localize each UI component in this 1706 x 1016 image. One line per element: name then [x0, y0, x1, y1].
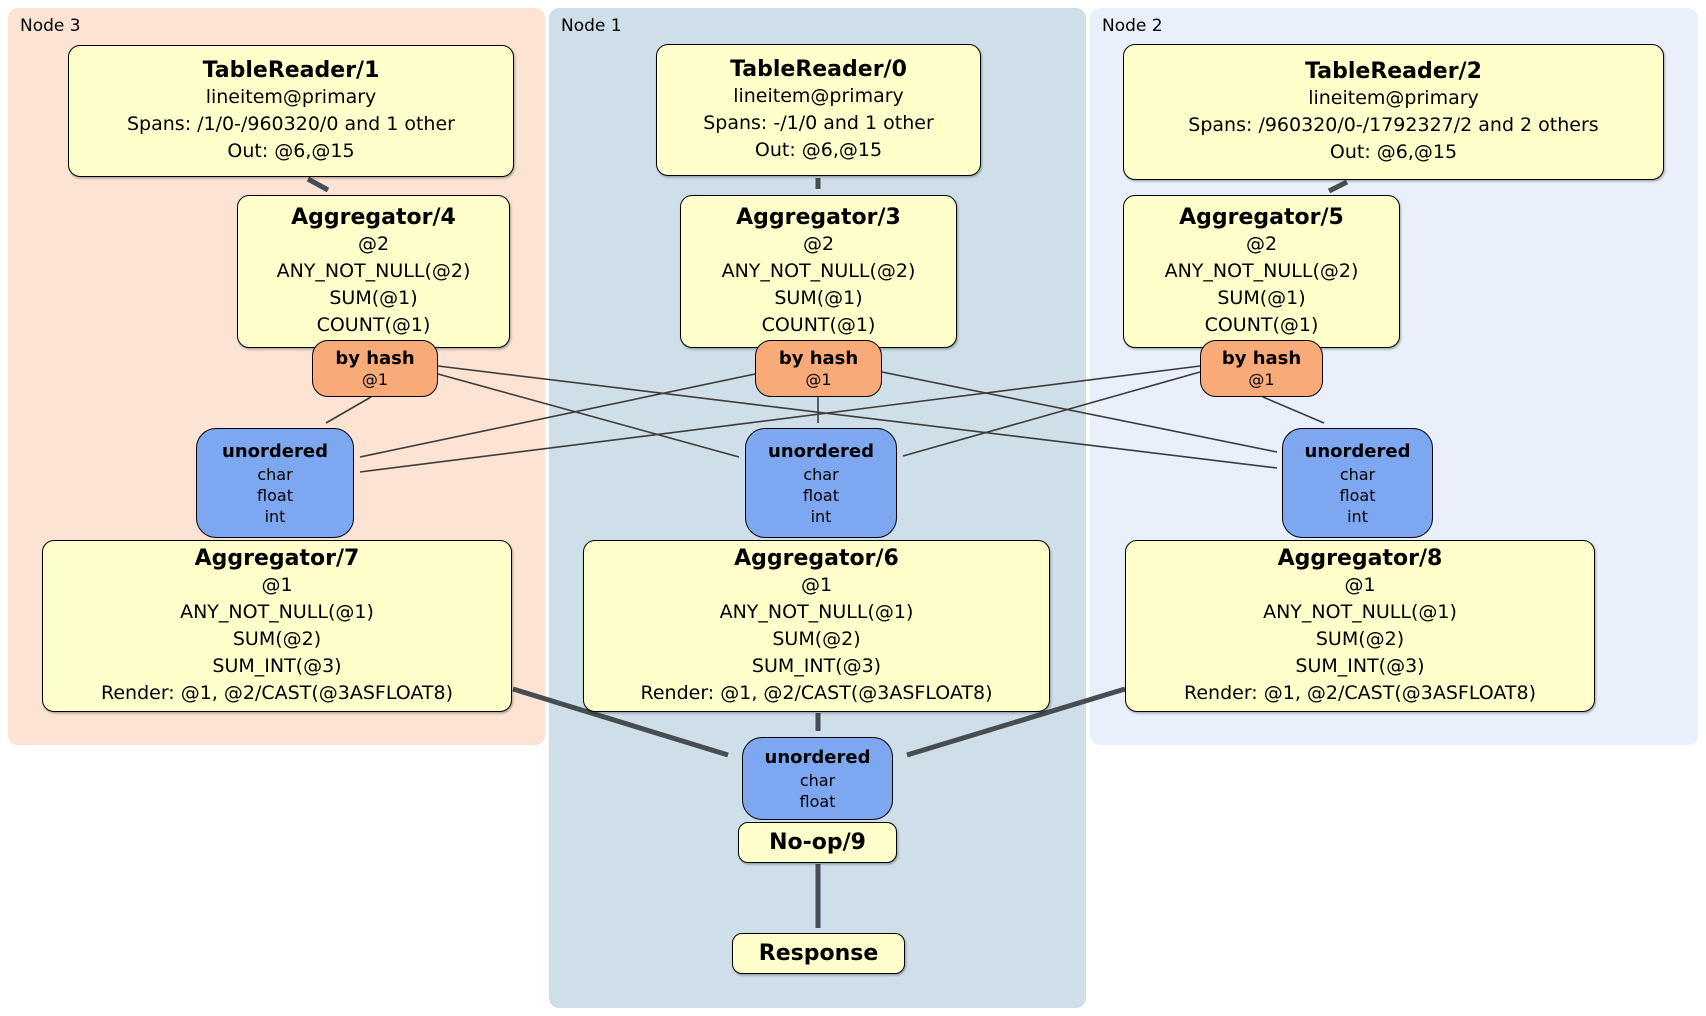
processor-aggregator-3-fn3: COUNT(@1) — [761, 314, 876, 336]
region-node2-label: Node 2 — [1102, 16, 1163, 36]
processor-tablereader-2-spans: Spans: /960320/0-/1792327/2 and 2 others — [1188, 114, 1599, 136]
router-by-hash-node2: by hash @1 — [1200, 340, 1323, 397]
processor-tablereader-2: TableReader/2 lineitem@primary Spans: /9… — [1123, 44, 1664, 180]
processor-aggregator-5: Aggregator/5 @2 ANY_NOT_NULL(@2) SUM(@1)… — [1123, 195, 1400, 348]
processor-aggregator-3-group: @2 — [802, 233, 835, 255]
sync-unordered-node1: unordered char float int — [745, 428, 897, 538]
router-by-hash-node1: by hash @1 — [755, 340, 882, 397]
processor-aggregator-4-fn2: SUM(@1) — [329, 287, 418, 309]
processor-aggregator-7-render: Render: @1, @2/CAST(@3ASFLOAT8) — [101, 682, 453, 704]
processor-aggregator-6-fn3: SUM_INT(@3) — [751, 655, 882, 677]
sync-unordered-node3-col1: char — [257, 465, 293, 484]
processor-aggregator-7-fn2: SUM(@2) — [232, 628, 322, 650]
sync-unordered-node1-col2: float — [803, 486, 839, 505]
processor-aggregator-3-title: Aggregator/3 — [736, 205, 901, 230]
processor-aggregator-4-group: @2 — [357, 233, 390, 255]
processor-aggregator-6: Aggregator/6 @1 ANY_NOT_NULL(@1) SUM(@2)… — [583, 540, 1050, 712]
processor-tablereader-2-index: lineitem@primary — [1308, 87, 1479, 109]
processor-aggregator-7-group: @1 — [261, 574, 293, 596]
router-by-hash-node2-title: by hash — [1221, 348, 1302, 369]
router-by-hash-node3: by hash @1 — [312, 340, 438, 397]
sync-unordered-node2-col2: float — [1339, 486, 1376, 505]
processor-aggregator-5-group: @2 — [1245, 233, 1278, 255]
processor-tablereader-2-title: TableReader/2 — [1305, 59, 1482, 84]
sync-unordered-final-title: unordered — [764, 747, 871, 768]
sync-unordered-node1-col3: int — [810, 507, 832, 526]
processor-aggregator-8: Aggregator/8 @1 ANY_NOT_NULL(@1) SUM(@2)… — [1125, 540, 1595, 712]
sync-unordered-node2-col3: int — [1347, 507, 1368, 526]
processor-aggregator-4-fn1: ANY_NOT_NULL(@2) — [276, 260, 471, 282]
sync-unordered-node1-title: unordered — [768, 441, 874, 462]
processor-aggregator-8-fn1: ANY_NOT_NULL(@1) — [1263, 601, 1457, 623]
sync-unordered-final-col1: char — [799, 771, 836, 790]
processor-aggregator-6-group: @1 — [800, 574, 833, 596]
processor-aggregator-6-fn1: ANY_NOT_NULL(@1) — [719, 601, 914, 623]
processor-tablereader-1-out: Out: @6,@15 — [227, 140, 355, 162]
processor-aggregator-8-title: Aggregator/8 — [1277, 546, 1443, 571]
processor-tablereader-2-out: Out: @6,@15 — [1329, 141, 1458, 163]
sync-unordered-node2-col1: char — [1339, 465, 1376, 484]
processor-tablereader-1-title: TableReader/1 — [202, 58, 380, 83]
router-by-hash-node1-title: by hash — [778, 348, 859, 369]
processor-aggregator-3-fn1: ANY_NOT_NULL(@2) — [721, 260, 916, 282]
processor-tablereader-0-spans: Spans: -/1/0 and 1 other — [703, 112, 934, 134]
processor-tablereader-0-title: TableReader/0 — [730, 57, 907, 82]
processor-aggregator-8-fn2: SUM(@2) — [1315, 628, 1405, 650]
sync-unordered-final-col2: float — [799, 792, 836, 811]
processor-tablereader-1: TableReader/1 lineitem@primary Spans: /1… — [68, 45, 514, 177]
sync-unordered-node1-col1: char — [803, 465, 839, 484]
router-by-hash-node2-key: @1 — [1248, 370, 1275, 389]
processor-aggregator-5-fn3: COUNT(@1) — [1204, 314, 1319, 336]
processor-aggregator-8-render: Render: @1, @2/CAST(@3ASFLOAT8) — [1184, 682, 1536, 704]
processor-tablereader-1-index: lineitem@primary — [205, 86, 377, 108]
processor-aggregator-3: Aggregator/3 @2 ANY_NOT_NULL(@2) SUM(@1)… — [680, 195, 957, 348]
processor-aggregator-8-fn3: SUM_INT(@3) — [1295, 655, 1425, 677]
sync-unordered-node3-title: unordered — [222, 441, 328, 462]
processor-aggregator-5-fn2: SUM(@1) — [1217, 287, 1306, 309]
region-node1-label: Node 1 — [561, 16, 622, 36]
processor-tablereader-1-spans: Spans: /1/0-/960320/0 and 1 other — [127, 113, 455, 135]
processor-aggregator-7: Aggregator/7 @1 ANY_NOT_NULL(@1) SUM(@2)… — [42, 540, 512, 712]
sync-unordered-final: unordered char float — [742, 737, 893, 820]
router-by-hash-node3-key: @1 — [361, 370, 389, 389]
processor-tablereader-0-index: lineitem@primary — [733, 85, 904, 107]
region-node3-label: Node 3 — [20, 16, 81, 36]
processor-aggregator-4-title: Aggregator/4 — [291, 205, 456, 230]
router-by-hash-node3-title: by hash — [335, 348, 415, 369]
processor-aggregator-6-title: Aggregator/6 — [734, 546, 899, 571]
processor-noop-9-title: No-op/9 — [769, 830, 866, 855]
router-by-hash-node1-key: @1 — [805, 370, 832, 389]
processor-aggregator-5-fn1: ANY_NOT_NULL(@2) — [1164, 260, 1359, 282]
processor-response-title: Response — [758, 941, 879, 966]
processor-tablereader-0-out: Out: @6,@15 — [754, 139, 883, 161]
processor-aggregator-7-fn1: ANY_NOT_NULL(@1) — [180, 601, 374, 623]
processor-aggregator-7-fn3: SUM_INT(@3) — [212, 655, 342, 677]
processor-aggregator-7-title: Aggregator/7 — [194, 546, 360, 571]
processor-aggregator-3-fn2: SUM(@1) — [774, 287, 863, 309]
sync-unordered-node3-col3: int — [264, 507, 286, 526]
processor-aggregator-6-render: Render: @1, @2/CAST(@3ASFLOAT8) — [640, 682, 993, 704]
processor-aggregator-4: Aggregator/4 @2 ANY_NOT_NULL(@2) SUM(@1)… — [237, 195, 510, 348]
sync-unordered-node2-title: unordered — [1304, 441, 1411, 462]
sync-unordered-node2: unordered char float int — [1282, 428, 1433, 538]
processor-response: Response — [732, 933, 905, 974]
processor-aggregator-6-fn2: SUM(@2) — [772, 628, 861, 650]
processor-noop-9: No-op/9 — [738, 822, 897, 863]
sync-unordered-node3-col2: float — [257, 486, 293, 505]
processor-aggregator-8-group: @1 — [1344, 574, 1376, 596]
processor-tablereader-0: TableReader/0 lineitem@primary Spans: -/… — [656, 44, 981, 176]
sync-unordered-node3: unordered char float int — [196, 428, 354, 538]
processor-aggregator-4-fn3: COUNT(@1) — [316, 314, 431, 336]
processor-aggregator-5-title: Aggregator/5 — [1179, 205, 1344, 230]
